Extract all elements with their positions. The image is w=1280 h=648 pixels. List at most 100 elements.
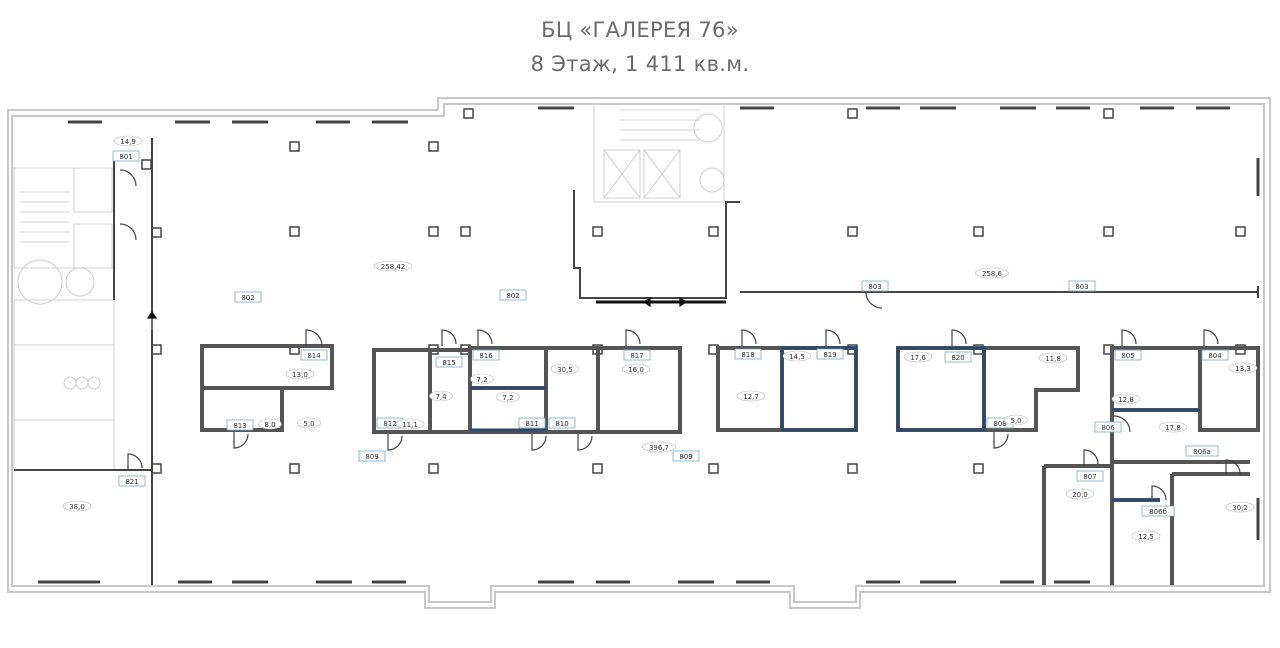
- svg-text:805: 805: [1121, 352, 1134, 360]
- svg-text:814: 814: [307, 352, 321, 360]
- svg-text:804: 804: [1208, 352, 1222, 360]
- area-label: 13,3: [1228, 362, 1258, 374]
- room-tag-806б: 806б: [1141, 505, 1175, 517]
- room-tag-802: 802: [234, 291, 262, 303]
- office-accents: [470, 346, 1200, 502]
- room-tag-805: 805: [1114, 349, 1142, 361]
- svg-text:12,7: 12,7: [743, 393, 759, 401]
- windows-top: [68, 106, 1230, 124]
- svg-text:803: 803: [1075, 283, 1088, 291]
- area-label: 12,5: [1131, 530, 1161, 542]
- area-label: 20,0: [1065, 488, 1095, 500]
- svg-text:5,0: 5,0: [303, 420, 314, 428]
- core-center: [593, 103, 725, 203]
- page-subtitle: 8 Этаж, 1 411 кв.м.: [530, 52, 750, 76]
- room-number-tags: 801 802 802 803 803 804 805 806 806а 806б 807 808 80…: [112, 150, 1229, 517]
- svg-text:811: 811: [525, 420, 538, 428]
- svg-text:820: 820: [951, 354, 964, 362]
- area-label: 8,0: [258, 418, 282, 430]
- area-label: 11,1: [395, 418, 425, 430]
- area-label: 5,0: [1004, 414, 1028, 426]
- svg-text:7,2: 7,2: [476, 376, 487, 384]
- area-label: 14,5: [782, 350, 812, 362]
- svg-text:13,0: 13,0: [292, 371, 308, 379]
- room-tag-818: 818: [734, 348, 762, 360]
- area-label: 17,6: [903, 351, 933, 363]
- area-label: 13,0: [285, 368, 315, 380]
- page-title: БЦ «ГАЛЕРЕЯ 76»: [541, 18, 739, 42]
- svg-text:14,9: 14,9: [120, 138, 136, 146]
- offices: [200, 344, 1260, 585]
- svg-text:821: 821: [125, 478, 138, 486]
- svg-text:17,8: 17,8: [1165, 424, 1181, 432]
- room-tag-820: 820: [944, 351, 972, 363]
- svg-text:11,8: 11,8: [1045, 355, 1061, 363]
- room-tag-804: 804: [1201, 349, 1229, 361]
- svg-text:802: 802: [241, 294, 254, 302]
- room-tag-803: 803: [861, 280, 889, 292]
- svg-text:38,0: 38,0: [69, 503, 85, 511]
- svg-text:819: 819: [823, 351, 836, 359]
- area-label: 14,9: [113, 135, 143, 147]
- svg-text:806а: 806а: [1193, 448, 1211, 456]
- room-tag-802: 802: [499, 289, 527, 301]
- room-tag-803: 803: [1068, 280, 1096, 292]
- room-tag-806: 806: [1094, 421, 1122, 433]
- svg-text:20,0: 20,0: [1072, 491, 1088, 499]
- svg-text:8,0: 8,0: [264, 421, 275, 429]
- svg-text:16,0: 16,0: [628, 366, 644, 374]
- svg-text:813: 813: [233, 422, 246, 430]
- room-tag-814: 814: [300, 349, 328, 361]
- svg-text:12,8: 12,8: [1118, 396, 1134, 404]
- area-label: 7,2: [470, 373, 494, 385]
- svg-text:817: 817: [630, 352, 643, 360]
- svg-text:801: 801: [119, 153, 132, 161]
- area-label: 30,5: [550, 363, 580, 375]
- direction-arrows: [146, 296, 688, 330]
- area-label: 12,8: [1111, 393, 1141, 405]
- svg-text:806: 806: [1101, 424, 1115, 432]
- svg-text:810: 810: [555, 420, 568, 428]
- area-labels: 14,9 258,42 258,6 13,0 8,0 5,0 7,4 7,2 7,2 11,1 30…: [62, 135, 1258, 542]
- svg-text:808: 808: [993, 420, 1006, 428]
- room-tag-806а: 806а: [1185, 445, 1219, 457]
- area-label: 38,0: [62, 500, 92, 512]
- svg-text:816: 816: [479, 352, 493, 360]
- svg-text:815: 815: [442, 359, 455, 367]
- area-label: 16,0: [621, 363, 651, 375]
- area-label: 7,2: [496, 391, 520, 403]
- room-tag-816: 816: [472, 349, 500, 361]
- room-tag-811: 811: [518, 417, 546, 429]
- room-tag-809: 809: [358, 450, 386, 462]
- svg-text:17,6: 17,6: [910, 354, 926, 362]
- svg-text:13,3: 13,3: [1235, 365, 1251, 373]
- core-left: [13, 167, 115, 471]
- svg-text:809: 809: [679, 453, 692, 461]
- area-label: 7,4: [429, 390, 453, 402]
- svg-text:802: 802: [506, 292, 519, 300]
- svg-text:809: 809: [365, 453, 378, 461]
- svg-text:807: 807: [1083, 473, 1096, 481]
- area-label: 258,6: [975, 267, 1009, 279]
- svg-text:30,2: 30,2: [1232, 504, 1248, 512]
- svg-text:5,0: 5,0: [1010, 417, 1021, 425]
- area-label: 5,0: [297, 417, 321, 429]
- svg-text:806б: 806б: [1149, 508, 1167, 516]
- room-tag-821: 821: [118, 475, 146, 487]
- room-tag-819: 819: [816, 348, 844, 360]
- svg-text:7,4: 7,4: [435, 393, 447, 401]
- svg-text:396,7: 396,7: [649, 444, 669, 452]
- area-label: 17,8: [1158, 421, 1188, 433]
- area-label: 396,7: [642, 441, 676, 453]
- svg-text:258,42: 258,42: [381, 263, 406, 271]
- svg-text:14,5: 14,5: [789, 353, 805, 361]
- svg-text:258,6: 258,6: [982, 270, 1003, 278]
- area-label: 11,8: [1038, 352, 1068, 364]
- svg-text:11,1: 11,1: [402, 421, 418, 429]
- svg-text:812: 812: [383, 420, 396, 428]
- room-tag-817: 817: [623, 349, 651, 361]
- svg-text:7,2: 7,2: [502, 394, 513, 402]
- svg-text:803: 803: [868, 283, 881, 291]
- area-label: 30,2: [1225, 501, 1255, 513]
